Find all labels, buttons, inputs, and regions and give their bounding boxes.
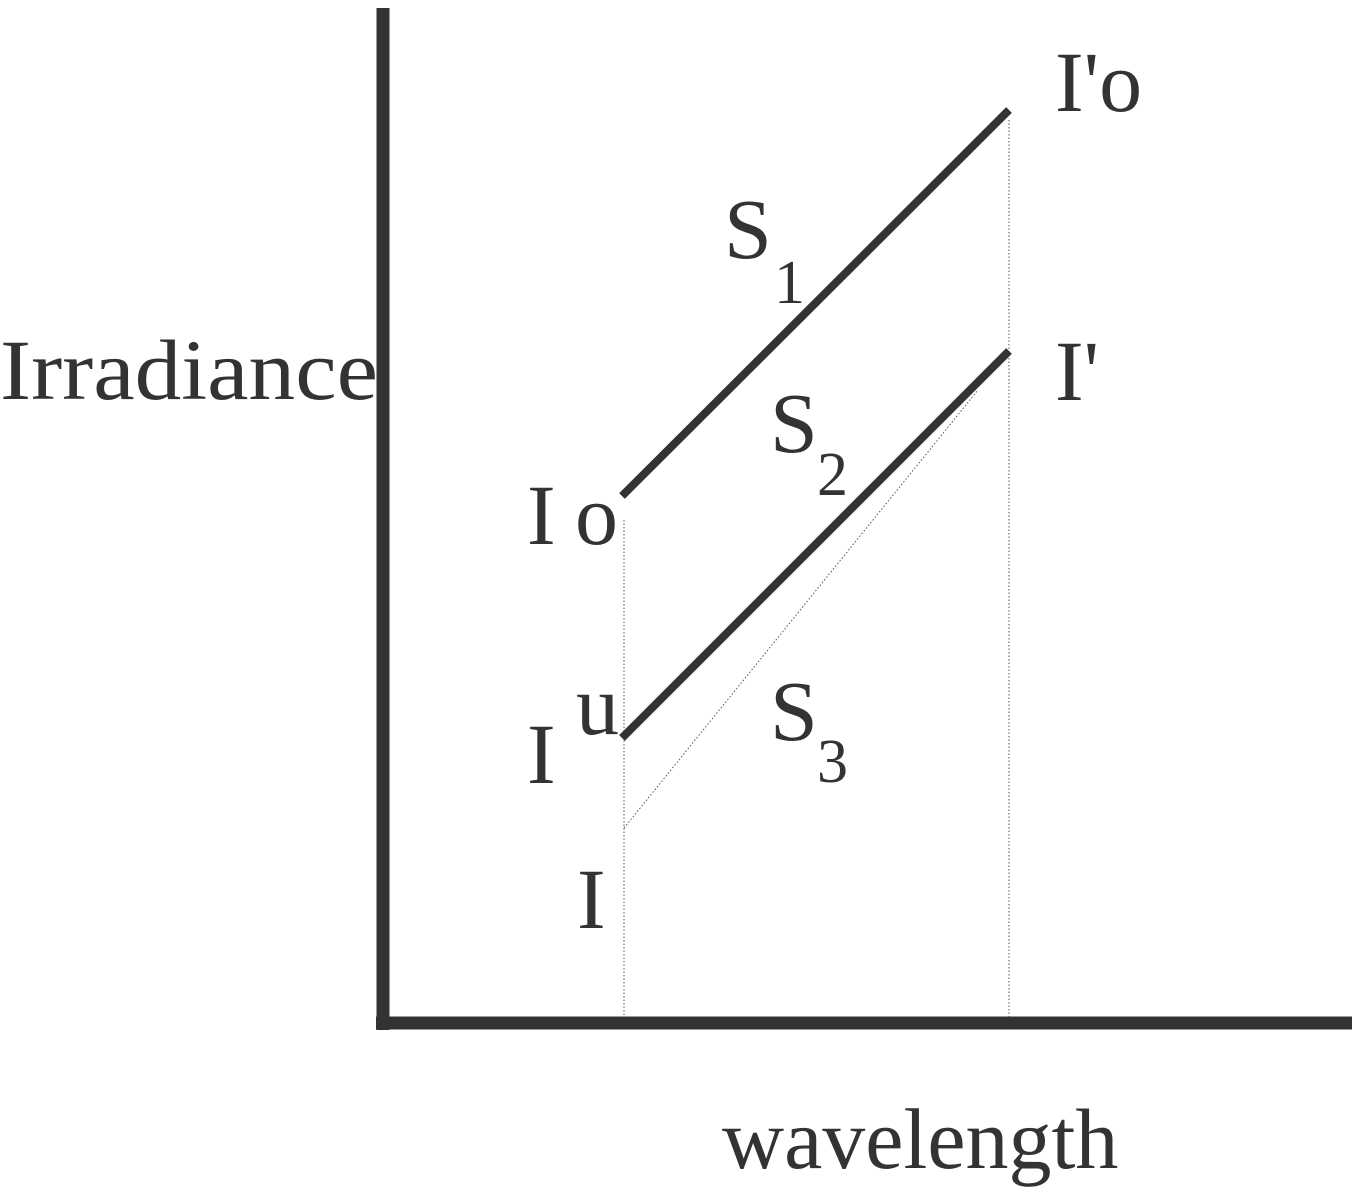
s2-subscript: 2 (817, 441, 848, 509)
iu-superscript: u (576, 657, 619, 753)
s1-subscript: 1 (774, 249, 805, 317)
s1-label: S (724, 181, 772, 277)
i-prime-label: I' (1055, 323, 1099, 419)
io-label: I (527, 467, 556, 563)
s3-label: S (770, 663, 818, 759)
io-subscript: o (575, 467, 618, 563)
x-axis-label: wavelength (722, 1091, 1118, 1187)
i-low-label: I (577, 851, 606, 947)
s3-subscript: 3 (817, 728, 848, 796)
i-prime-o-label: I'o (1055, 34, 1142, 130)
y-axis-label: Irradiance (0, 322, 378, 418)
s1-line (619, 107, 1012, 499)
s2-label: S (770, 375, 818, 471)
s2-line (619, 348, 1012, 741)
iu-label: I (527, 706, 556, 802)
s3-line (623, 389, 979, 829)
